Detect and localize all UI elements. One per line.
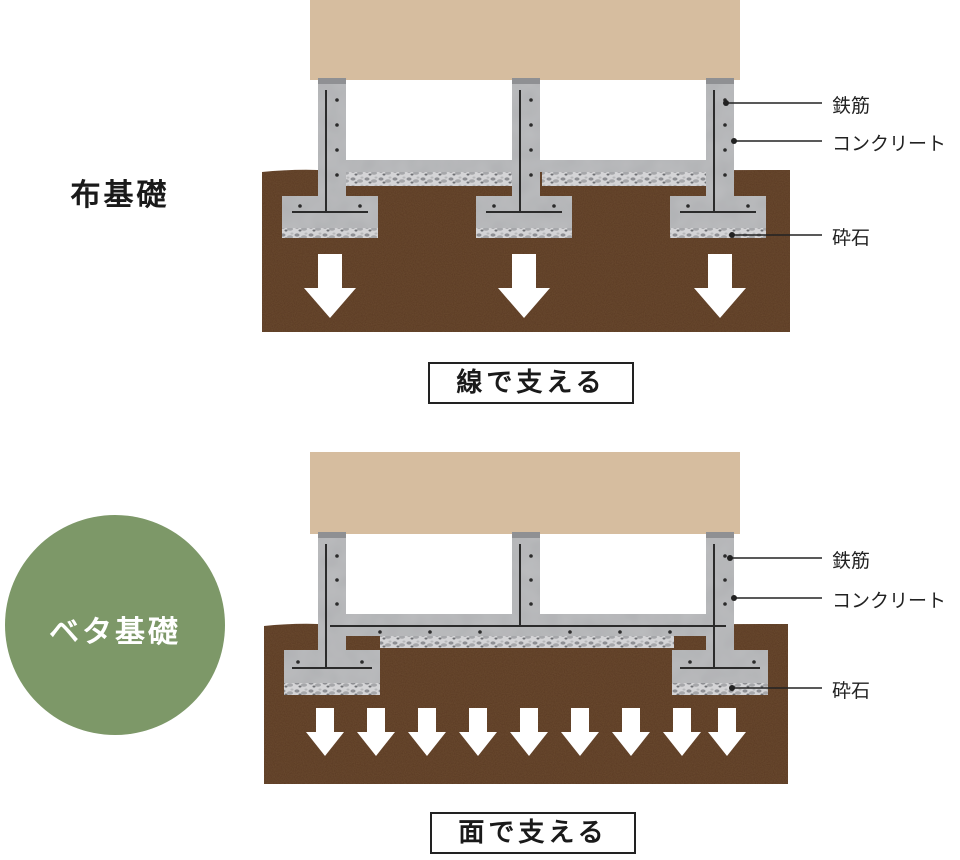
down-arrow-icon xyxy=(498,254,550,318)
concrete-label: コンクリート xyxy=(832,133,947,155)
down-arrow-icon xyxy=(408,708,446,756)
down-arrow-icon xyxy=(357,708,395,756)
soil xyxy=(262,169,790,332)
floor-slab xyxy=(310,0,740,80)
soil xyxy=(264,623,788,784)
rebar-label: 鉄筋 xyxy=(832,550,871,572)
beta-title: ベタ基礎 xyxy=(49,615,181,650)
gravel-pad xyxy=(284,682,380,695)
gravel-layer xyxy=(380,636,674,648)
gravel-pad xyxy=(672,682,768,695)
concrete-body xyxy=(282,82,766,228)
nuno-foundation xyxy=(262,0,822,332)
down-arrow-icon xyxy=(561,708,599,756)
down-arrow-icon xyxy=(459,708,497,756)
down-arrow-icon xyxy=(708,708,746,756)
beta-foundation xyxy=(264,452,822,784)
rebar xyxy=(292,544,760,669)
down-arrow-icon xyxy=(612,708,650,756)
gravel-label: 砕石 xyxy=(832,227,871,249)
beta-badge: ベタ基礎 xyxy=(5,515,225,735)
down-arrow-icon xyxy=(663,708,701,756)
nuno-title: 布基礎 xyxy=(70,178,170,213)
gravel-label: 砕石 xyxy=(832,680,871,702)
concrete-label: コンクリート xyxy=(832,590,947,612)
gravel-pad xyxy=(282,226,378,238)
rebar-label: 鉄筋 xyxy=(832,95,871,117)
gravel-layer xyxy=(344,171,516,186)
down-arrow-icon xyxy=(510,708,548,756)
gravel-pad xyxy=(476,226,572,238)
nuno-caption: 線で支える xyxy=(428,362,634,404)
down-arrow-icon xyxy=(304,254,356,318)
rebar xyxy=(292,90,756,213)
down-arrow-icon xyxy=(694,254,746,318)
floor-slab xyxy=(310,452,740,534)
leader-lines xyxy=(730,557,822,689)
down-arrow-icon xyxy=(306,708,344,756)
beta-caption: 面で支える xyxy=(430,812,636,854)
leader-lines xyxy=(726,102,822,236)
gravel-layer xyxy=(542,171,710,186)
